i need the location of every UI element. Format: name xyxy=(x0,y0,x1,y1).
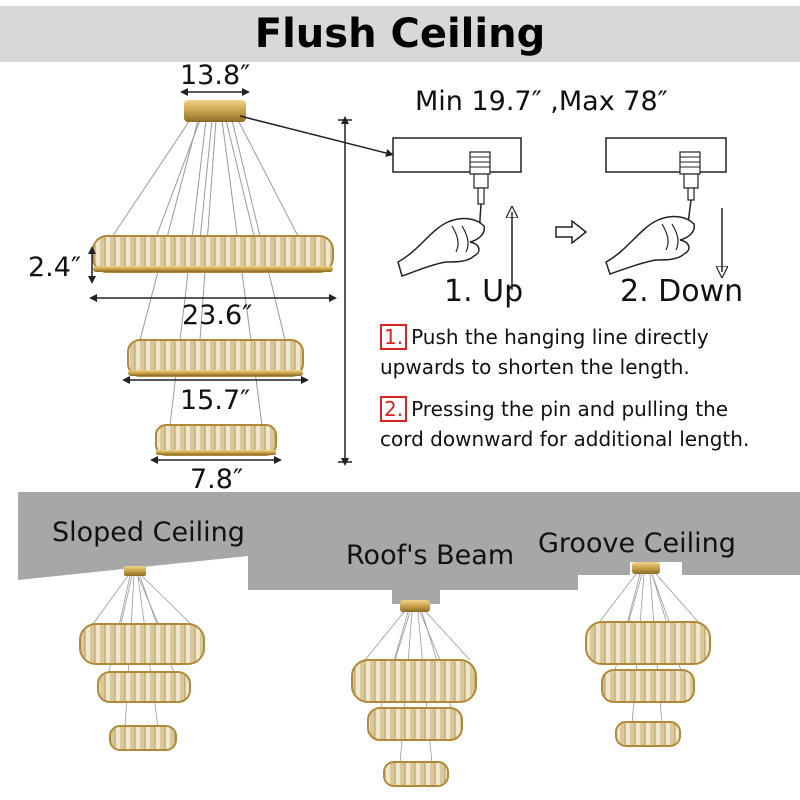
step-down-illustration xyxy=(605,137,726,275)
instruction-2: 2.Pressing the pin and pulling the cord … xyxy=(380,394,749,454)
step-up-illustration xyxy=(392,137,522,290)
instruction-1-line2: upwards to shorten the length. xyxy=(380,355,690,379)
instruction-2-line1: Pressing the pin and pulling the xyxy=(411,397,729,421)
page-title: Flush Ceiling xyxy=(254,11,546,57)
groove-chandelier xyxy=(585,562,711,747)
beam-ceiling-label: Roof's Beam xyxy=(346,540,515,571)
large-ring-label: 23.6″ xyxy=(182,300,253,331)
hand-icon xyxy=(605,215,696,275)
medium-ring-label: 15.7″ xyxy=(180,385,251,416)
instruction-1: 1.Push the hanging line directly upwards… xyxy=(380,322,709,382)
sloped-chandelier xyxy=(79,566,205,751)
canopy xyxy=(184,100,246,122)
title-banner xyxy=(0,6,800,62)
groove-ceiling-label: Groove Ceiling xyxy=(538,528,736,559)
ceiling-band xyxy=(18,492,800,604)
hand-icon xyxy=(397,217,486,277)
sloped-ceiling-label: Sloped Ceiling xyxy=(52,517,245,548)
step-up-label: 1. Up xyxy=(444,274,524,309)
ring-height-label: 2.4″ xyxy=(28,252,82,283)
instruction-2-line2: cord downward for additional length. xyxy=(380,427,750,451)
small-ring-label: 7.8″ xyxy=(190,464,244,495)
beam-chandelier xyxy=(351,600,477,787)
hanging-range-label: Min 19.7″ ,Max 78″ xyxy=(415,86,668,117)
next-arrow-icon xyxy=(555,219,588,245)
dimension-lines xyxy=(88,88,394,466)
step-down-label: 2. Down xyxy=(620,274,744,309)
instruction-1-number: 1. xyxy=(380,324,408,350)
instruction-2-number: 2. xyxy=(380,396,408,422)
canopy-width-label: 13.8″ xyxy=(180,60,251,91)
instruction-1-line1: Push the hanging line directly xyxy=(411,325,709,349)
main-chandelier xyxy=(92,100,334,456)
